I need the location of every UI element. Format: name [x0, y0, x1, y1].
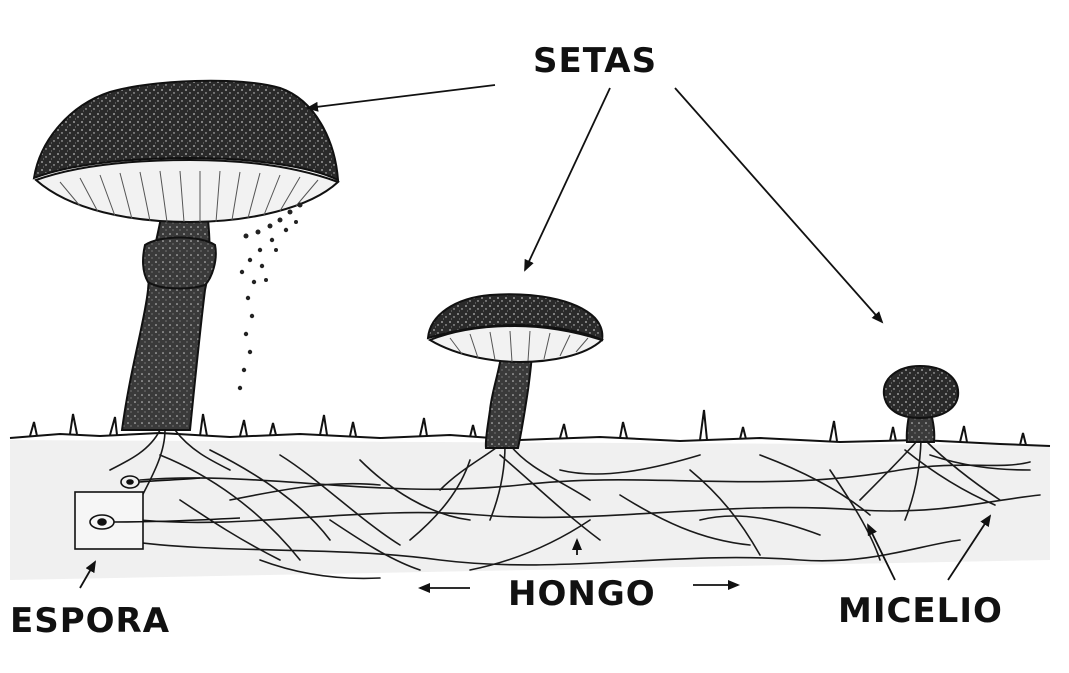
label-espora: ESPORA: [10, 601, 171, 641]
mycelium-network: [109, 429, 1041, 580]
label-setas: SETAS: [533, 41, 658, 81]
large-mushroom-ring: [142, 236, 217, 290]
soil-region: [10, 440, 1050, 580]
arrow-espora: [79, 560, 96, 589]
label-arrows: [79, 84, 992, 593]
large-mushroom-gills: [34, 158, 340, 224]
medium-mushroom-stem: [484, 349, 534, 449]
small-mushroom-cap: [882, 364, 960, 420]
large-mushroom-cap: [32, 79, 340, 182]
small-mushroom: [882, 364, 960, 443]
label-micelio: MICELIO: [838, 591, 1003, 631]
large-mushroom: [32, 79, 340, 431]
large-mushroom-gill-lines: [59, 170, 319, 223]
ground-line: [9, 409, 1051, 447]
label-hongo: HONGO: [508, 574, 656, 614]
large-mushroom-stem: [120, 194, 211, 431]
spore-box: [74, 475, 241, 550]
medium-mushroom: [426, 293, 604, 449]
falling-spores: [237, 202, 303, 391]
medium-mushroom-cap: [426, 293, 604, 342]
medium-mushroom-gill-lines: [449, 330, 589, 363]
arrow-setas-small: [674, 87, 884, 324]
arrow-micelio-left: [867, 523, 896, 581]
arrow-setas-large: [306, 84, 496, 112]
arrow-micelio-right: [947, 514, 992, 581]
arrow-setas-medium: [524, 87, 611, 272]
